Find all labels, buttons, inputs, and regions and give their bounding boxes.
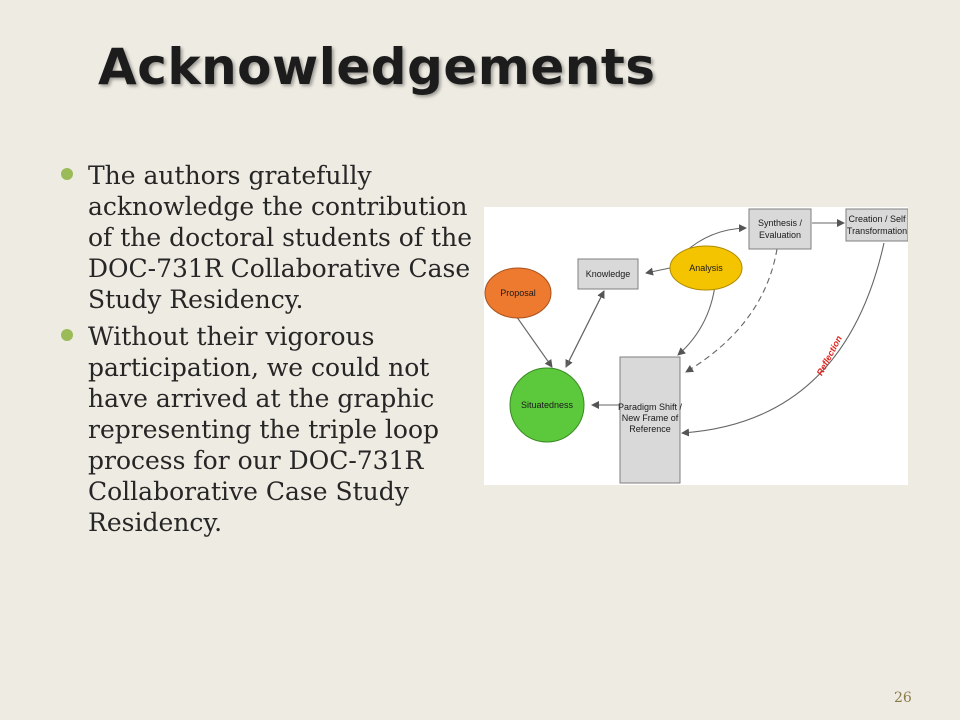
arrow-synthesis-paradigm [685, 248, 778, 373]
bullet-item: The authors gratefully acknowledge the c… [60, 160, 472, 315]
paradigm-node [619, 356, 681, 484]
paradigm-label-line1: Paradigm Shift / [618, 402, 683, 412]
slide-title: Acknowledgements [98, 38, 656, 96]
bullet-text: The authors gratefully acknowledge the c… [88, 161, 472, 314]
synthesis-node [748, 208, 812, 250]
knowledge-node [577, 258, 639, 290]
creation-label-line1: Creation / Self [848, 214, 906, 224]
proposal-node [484, 267, 552, 319]
analysis-label: Analysis [689, 263, 723, 273]
arrow-analysis-knowledge [645, 267, 671, 276]
bullet-text: Without their vigorous participation, we… [88, 322, 440, 537]
reflection-label: Reflection [815, 334, 844, 378]
arrow-creation-paradigm [681, 242, 885, 437]
paradigm-label-line2: New Frame of [622, 413, 679, 423]
triple-loop-diagram: Proposal Knowledge Analysis Synthesis / … [484, 207, 908, 485]
knowledge-label: Knowledge [586, 269, 631, 279]
creation-node [845, 208, 908, 242]
bullet-icon [61, 329, 73, 341]
page-number: 26 [894, 690, 912, 706]
situatedness-node [509, 367, 585, 443]
arrow-proposal-situatedness [513, 312, 553, 368]
situatedness-label: Situatedness [521, 400, 574, 410]
analysis-node [669, 245, 743, 291]
bullet-list: The authors gratefully acknowledge the c… [60, 160, 472, 544]
proposal-label: Proposal [500, 288, 536, 298]
synthesis-label-line1: Synthesis / [758, 218, 803, 228]
arrow-situatedness-knowledge [565, 290, 605, 368]
creation-label-line2: Transformation [847, 226, 907, 236]
bullet-icon [61, 168, 73, 180]
paradigm-label-line3: Reference [629, 424, 671, 434]
bullet-item: Without their vigorous participation, we… [60, 321, 472, 538]
diagram-svg: Proposal Knowledge Analysis Synthesis / … [484, 208, 908, 484]
synthesis-label-line2: Evaluation [759, 230, 801, 240]
